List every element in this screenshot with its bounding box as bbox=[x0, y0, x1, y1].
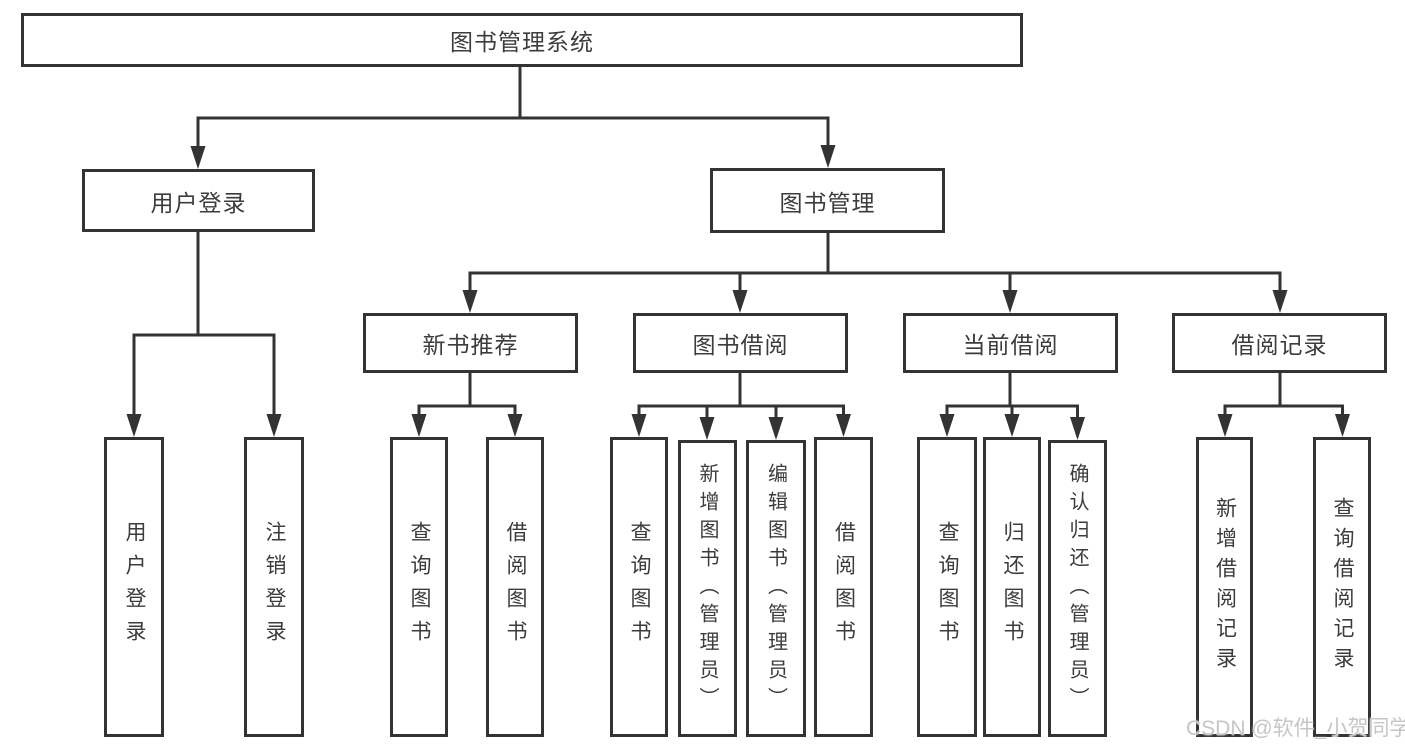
arrowheads bbox=[126, 145, 1350, 440]
leaf-query-book-current: 查询图书 bbox=[917, 437, 977, 737]
leaf-confirm-return-admin: 确认归还（管理员） bbox=[1048, 440, 1107, 737]
node-borrow-record: 借阅记录 bbox=[1172, 313, 1387, 373]
leaf-add-borrow-record-label: 新增借阅记录 bbox=[1213, 497, 1237, 677]
leaf-user-login-label: 用户登录 bbox=[123, 521, 146, 653]
leaf-logout: 注销登录 bbox=[244, 437, 304, 737]
leaf-query-book-borrow: 查询图书 bbox=[610, 437, 668, 737]
leaf-query-borrow-record-label: 查询借阅记录 bbox=[1331, 497, 1354, 677]
leaf-query-book-recommend-label: 查询图书 bbox=[408, 521, 431, 653]
leaf-return-book-label: 归还图书 bbox=[1001, 521, 1024, 653]
csdn-watermark: CSDN @软件_小贺同学 bbox=[1186, 717, 1405, 740]
node-current-borrow-label: 当前借阅 bbox=[962, 332, 1059, 358]
leaf-user-login: 用户登录 bbox=[104, 437, 164, 737]
node-user-login-label: 用户登录 bbox=[150, 189, 247, 216]
leaf-borrow-book: 借阅图书 bbox=[814, 437, 873, 737]
node-user-login: 用户登录 bbox=[82, 169, 315, 232]
leaf-add-book-admin: 新增图书（管理员） bbox=[678, 440, 737, 737]
leaf-add-book-admin-label: 新增图书（管理员） bbox=[696, 462, 718, 715]
node-borrow-record-label: 借阅记录 bbox=[1231, 332, 1328, 358]
leaf-query-book-borrow-label: 查询图书 bbox=[628, 521, 651, 653]
leaf-logout-label: 注销登录 bbox=[263, 521, 286, 653]
leaf-query-book-current-label: 查询图书 bbox=[936, 521, 959, 653]
leaf-edit-book-admin: 编辑图书（管理员） bbox=[746, 440, 806, 737]
node-new-book-recommend-label: 新书推荐 bbox=[422, 332, 519, 358]
node-new-book-recommend: 新书推荐 bbox=[363, 313, 578, 373]
node-root-label: 图书管理系统 bbox=[450, 29, 594, 55]
node-root: 图书管理系统 bbox=[21, 13, 1023, 67]
leaf-edit-book-admin-label: 编辑图书（管理员） bbox=[764, 462, 787, 715]
leaf-borrow-book-recommend-label: 借阅图书 bbox=[504, 521, 527, 653]
leaf-borrow-book-label: 借阅图书 bbox=[832, 521, 856, 653]
leaf-query-borrow-record: 查询借阅记录 bbox=[1313, 437, 1371, 737]
leaf-add-borrow-record: 新增借阅记录 bbox=[1196, 437, 1253, 737]
leaf-query-book-recommend: 查询图书 bbox=[390, 437, 448, 737]
leaf-borrow-book-recommend: 借阅图书 bbox=[486, 437, 544, 737]
node-book-borrow: 图书借阅 bbox=[633, 313, 848, 373]
node-book-borrow-label: 图书借阅 bbox=[692, 332, 789, 358]
leaf-return-book: 归还图书 bbox=[983, 437, 1041, 737]
leaf-confirm-return-admin-label: 确认归还（管理员） bbox=[1066, 462, 1088, 715]
node-book-management: 图书管理 bbox=[710, 168, 945, 233]
node-book-management-label: 图书管理 bbox=[779, 189, 876, 216]
node-current-borrow: 当前借阅 bbox=[903, 313, 1118, 373]
